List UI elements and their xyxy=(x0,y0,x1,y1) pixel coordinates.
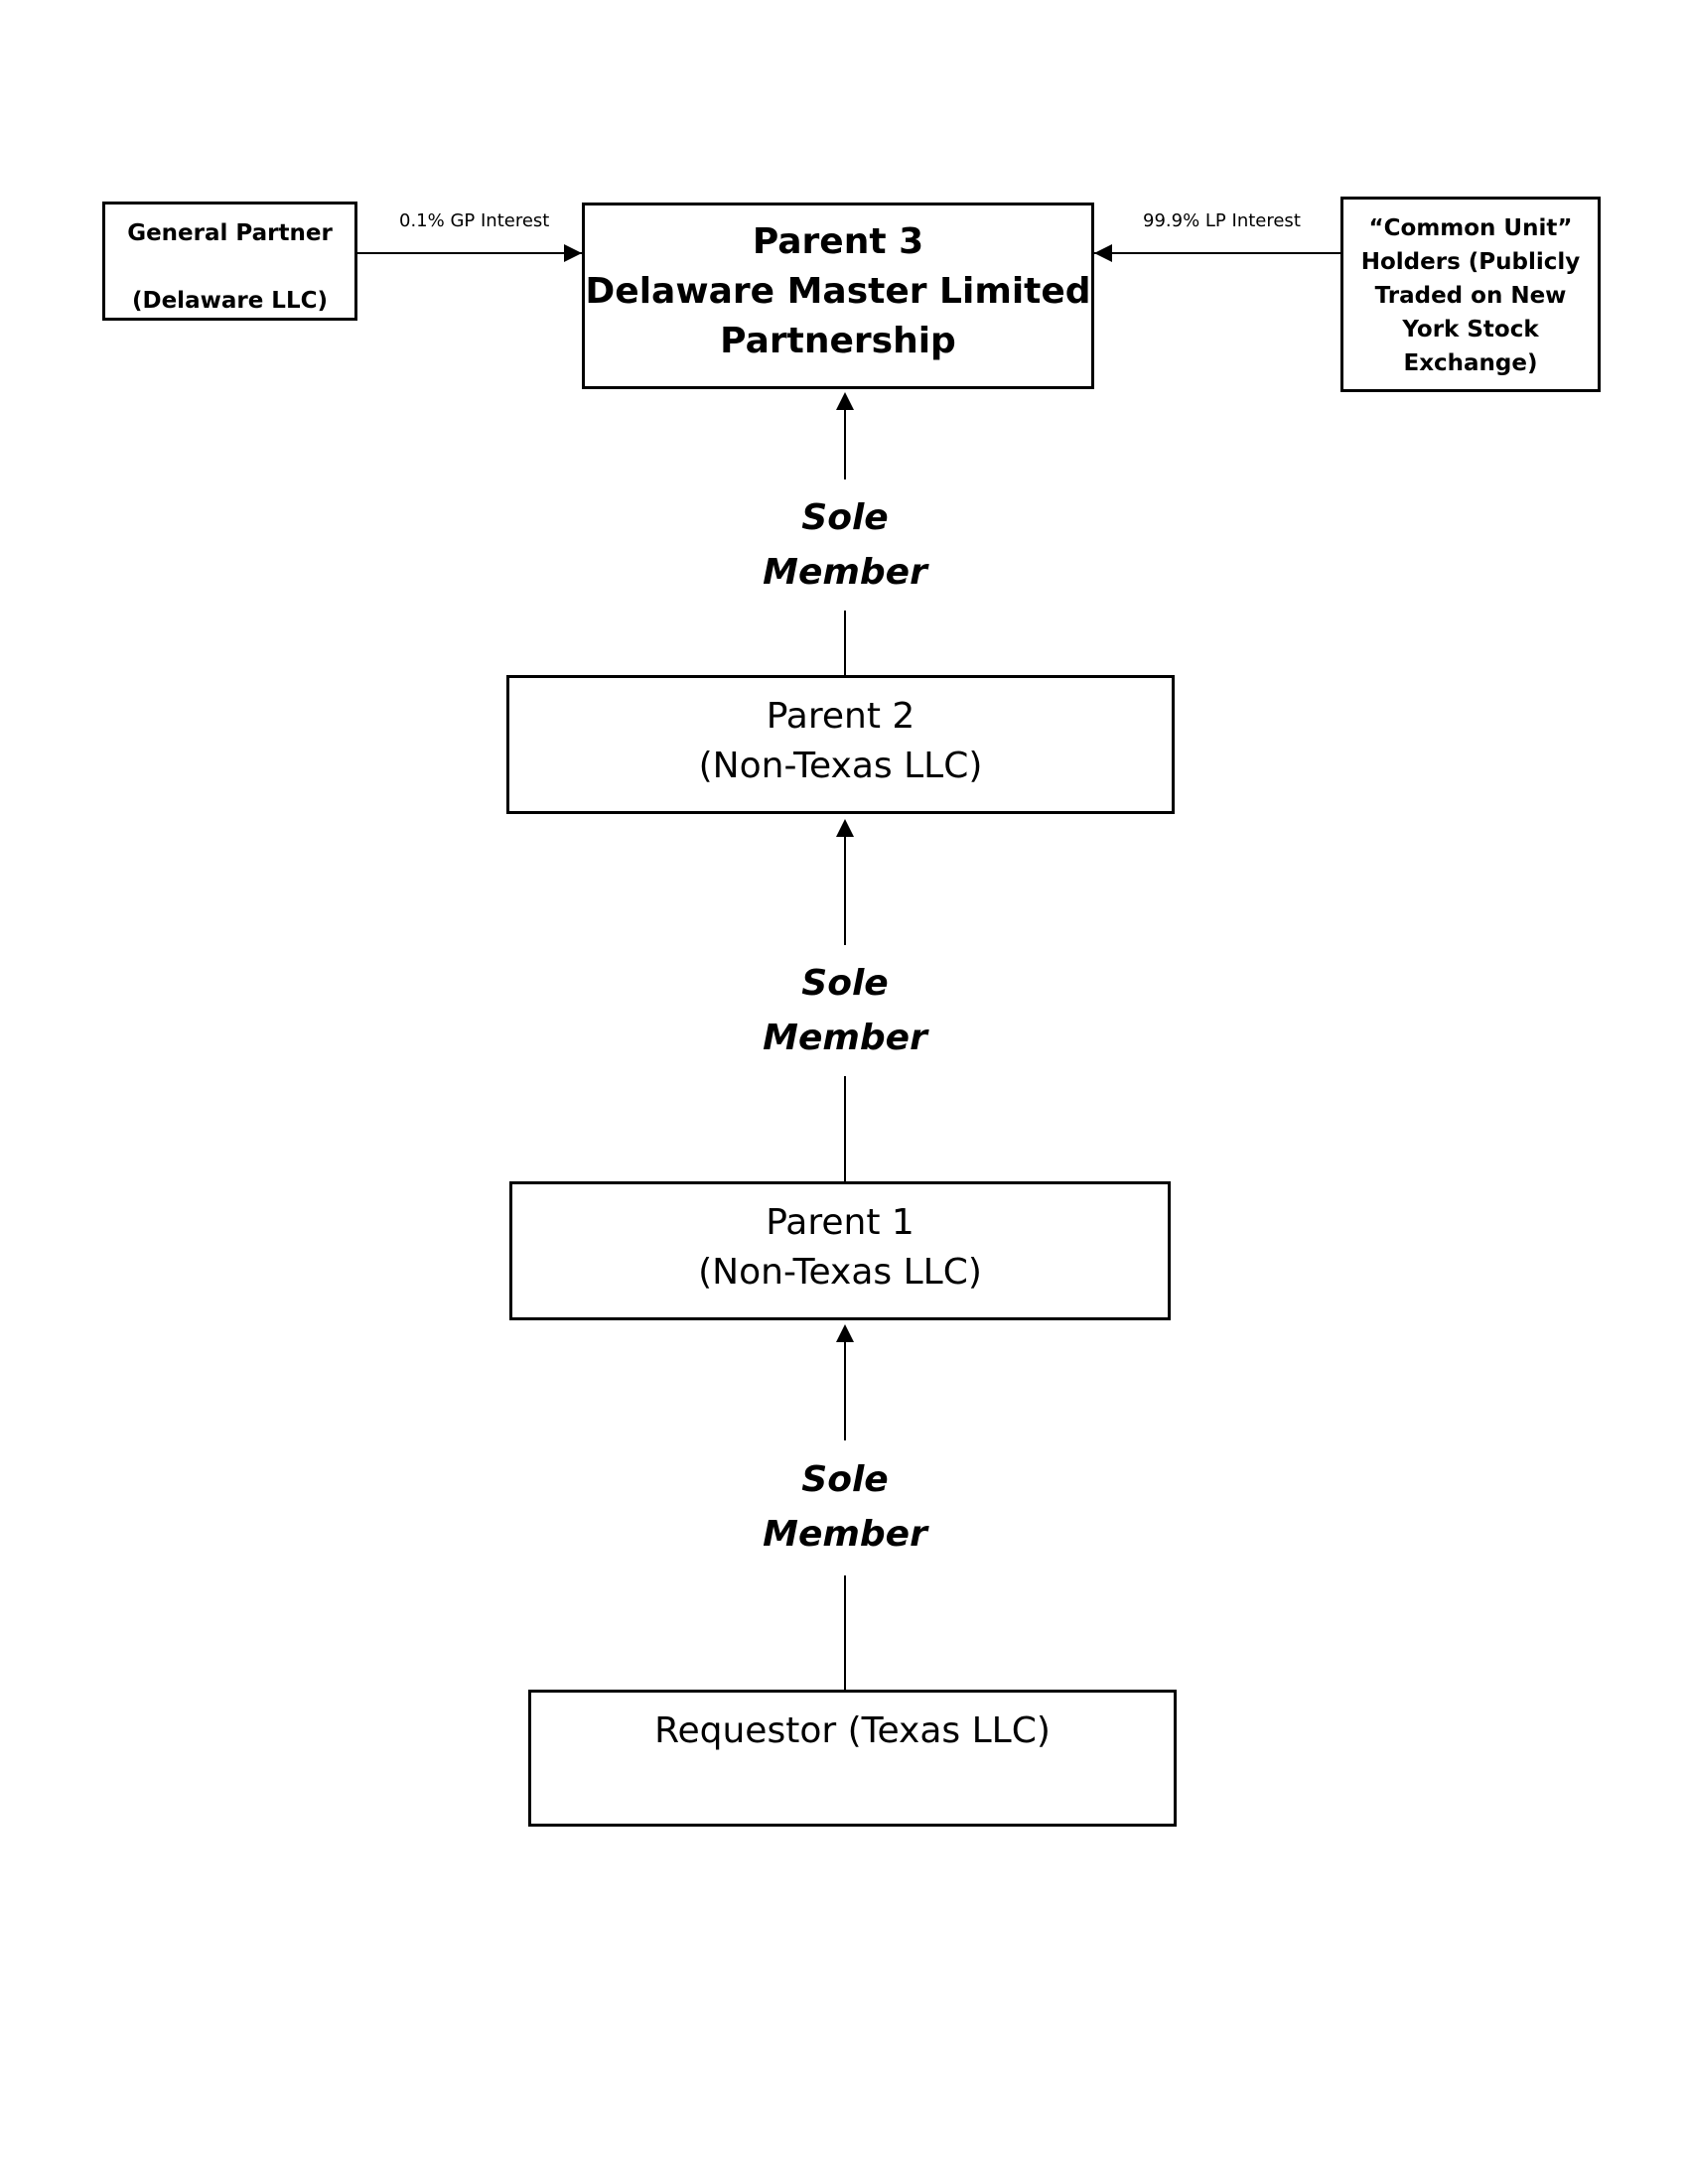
sole-member-2-line2: Member xyxy=(763,1018,927,1058)
common-unit-line5: Exchange) xyxy=(1403,350,1538,376)
general-partner-box: General Partner (Delaware LLC) xyxy=(102,202,357,321)
parent1-to-parent2-line-upper xyxy=(844,834,846,945)
sole-member-2-line1: Sole xyxy=(801,963,889,1004)
general-partner-type: (Delaware LLC) xyxy=(131,288,329,314)
common-unit-holders-box: “Common Unit” Holders (Publicly Traded o… xyxy=(1340,197,1601,392)
sole-member-label-2: Sole Member xyxy=(726,956,964,1065)
parent2-to-parent3-line-upper xyxy=(844,407,846,479)
parent2-to-parent3-line-lower xyxy=(844,611,846,676)
parent2-title: Parent 2 xyxy=(766,696,915,737)
common-unit-line3: Traded on New xyxy=(1374,283,1567,309)
lp-connector-line xyxy=(1094,252,1340,254)
parent2-to-parent3-arrowhead xyxy=(836,392,854,410)
sole-member-3-line1: Sole xyxy=(801,1459,889,1500)
general-partner-title: General Partner xyxy=(127,220,333,246)
requestor-to-parent1-line-lower xyxy=(844,1575,846,1691)
gp-arrowhead xyxy=(564,244,582,262)
lp-arrowhead xyxy=(1094,244,1112,262)
gp-interest-label: 0.1% GP Interest xyxy=(399,210,550,231)
lp-interest-label: 99.9% LP Interest xyxy=(1143,210,1301,231)
parent2-box: Parent 2 (Non-Texas LLC) xyxy=(506,675,1175,814)
parent2-type: (Non-Texas LLC) xyxy=(698,746,983,786)
parent3-type-line1: Delaware Master Limited xyxy=(585,271,1091,312)
common-unit-line4: York Stock xyxy=(1402,317,1539,342)
requestor-title: Requestor (Texas LLC) xyxy=(654,1710,1051,1751)
sole-member-3-line2: Member xyxy=(763,1514,927,1555)
common-unit-line2: Holders (Publicly xyxy=(1360,249,1581,275)
parent1-to-parent2-line-lower xyxy=(844,1076,846,1182)
sole-member-1-line1: Sole xyxy=(801,497,889,538)
gp-connector-line xyxy=(357,252,582,254)
parent1-title: Parent 1 xyxy=(766,1202,914,1243)
requestor-to-parent1-line-upper xyxy=(844,1339,846,1440)
requestor-to-parent1-arrowhead xyxy=(836,1324,854,1342)
sole-member-label-1: Sole Member xyxy=(726,490,964,600)
parent1-box: Parent 1 (Non-Texas LLC) xyxy=(509,1181,1171,1320)
parent3-type-line2: Partnership xyxy=(720,321,956,361)
common-unit-line1: “Common Unit” xyxy=(1368,215,1573,241)
parent3-box: Parent 3 Delaware Master Limited Partner… xyxy=(582,203,1094,389)
sole-member-1-line2: Member xyxy=(763,552,927,593)
parent1-type: (Non-Texas LLC) xyxy=(698,1252,982,1293)
parent3-title: Parent 3 xyxy=(752,221,924,262)
sole-member-label-3: Sole Member xyxy=(726,1452,964,1562)
parent1-to-parent2-arrowhead xyxy=(836,819,854,837)
requestor-box: Requestor (Texas LLC) xyxy=(528,1690,1177,1827)
